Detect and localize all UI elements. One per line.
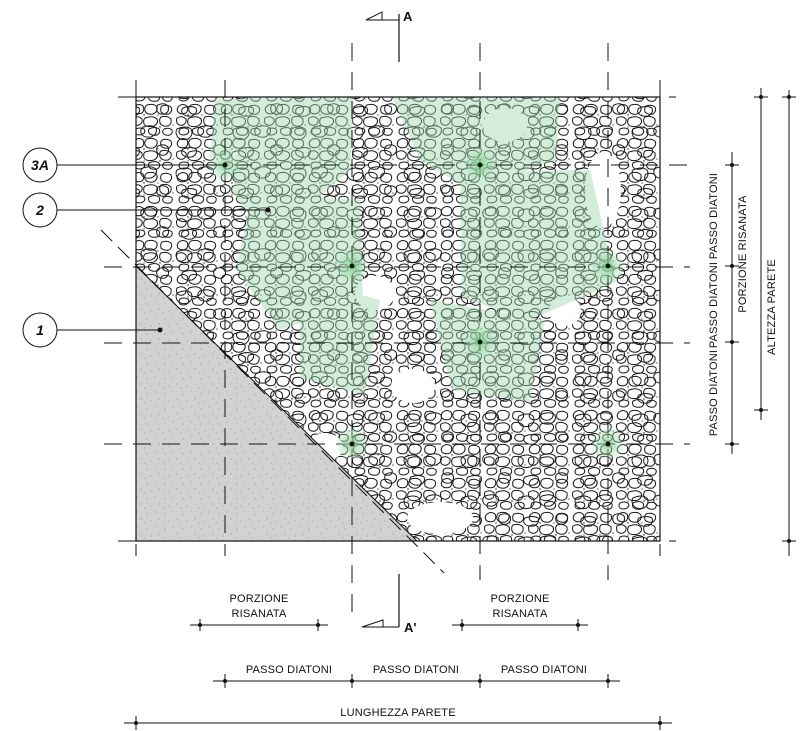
callout-3a: 3A [22, 147, 225, 183]
mortar-patches [307, 108, 621, 534]
anchor-points [209, 149, 624, 460]
dim-passo-right-2: PASSO DIATONI [708, 262, 720, 348]
dim-porzione-left-line2: RISANATA [232, 608, 287, 620]
dim-passo-bottom-2: PASSO DIATONI [373, 664, 459, 676]
bottom-dimensions: PORZIONE RISANATA PORZIONE RISANATA PASS… [124, 593, 672, 730]
consolidated-zones [210, 97, 616, 402]
section-cut-line [100, 229, 445, 574]
dim-porzione-right-line1: PORZIONE [490, 593, 549, 605]
dim-lunghezza-parete: LUNGHEZZA PARETE [340, 707, 455, 719]
dim-passo-right-3: PASSO DIATONI [708, 350, 720, 436]
vertical-grid-lines [135, 43, 661, 620]
dim-altezza-parete: ALTEZZA PARETE [766, 259, 778, 355]
dim-porzione-risanata-right: PORZIONE RISANATA [737, 195, 749, 313]
callout-label-1: 1 [36, 322, 44, 338]
callout-label-2: 2 [35, 202, 44, 218]
right-dimensions: PASSO DIATONI PASSO DIATONI PASSO DIATON… [708, 88, 796, 556]
callout-2: 2 [22, 192, 271, 228]
dim-porzione-left-line1: PORZIONE [229, 593, 288, 605]
dim-porzione-right-line2: RISANATA [493, 608, 548, 620]
dim-passo-bottom-1: PASSO DIATONI [246, 664, 332, 676]
dim-passo-right-1: PASSO DIATONI [708, 173, 720, 259]
callout-1: 1 [22, 312, 163, 348]
callout-label-3a: 3A [31, 157, 49, 173]
section-label-bottom: A' [404, 620, 416, 635]
section-mark-top: A [365, 9, 413, 62]
section-label-top: A [403, 9, 413, 24]
section-mark-bottom: A' [361, 574, 416, 635]
dim-passo-bottom-3: PASSO DIATONI [501, 664, 587, 676]
